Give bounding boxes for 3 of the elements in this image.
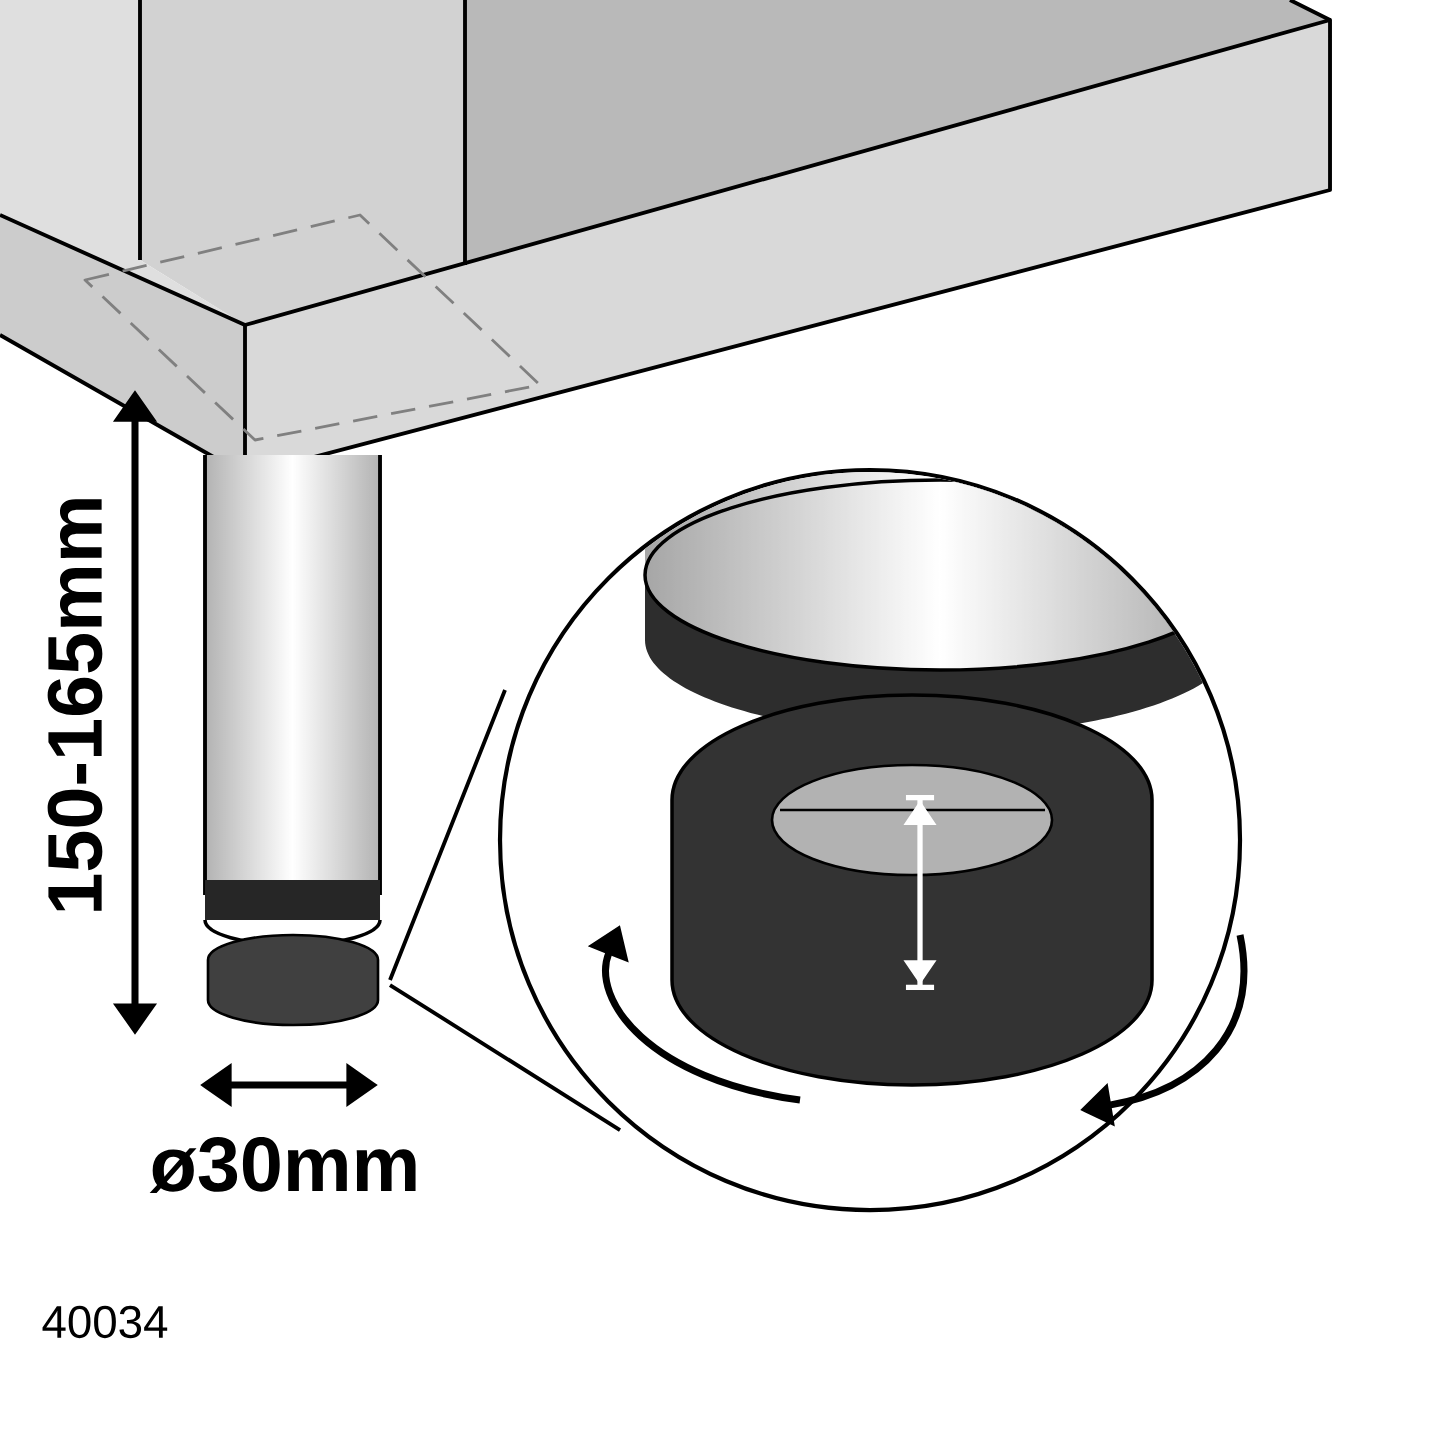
dimension-label: 150-165mm — [47, 499, 103, 911]
dimension-label: ø30mm — [149, 1137, 416, 1194]
part-number: 40034 — [42, 1305, 168, 1339]
